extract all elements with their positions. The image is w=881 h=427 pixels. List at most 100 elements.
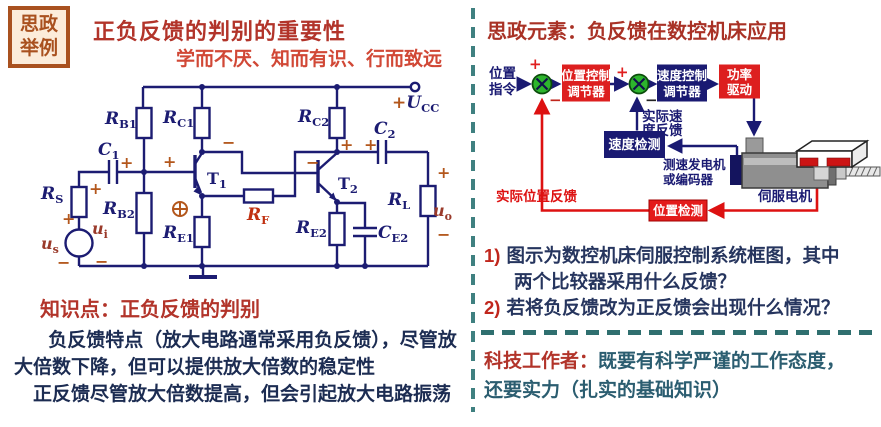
knowledge-heading: 知识点：正负反馈的判别 [40,299,260,321]
resistor-rb2 [135,191,153,235]
worker-message-line2: 还要实力（扎实的基础知识） [484,380,732,401]
label-c2: C2 [374,119,396,141]
comparator-2 [628,73,650,95]
tacho-label-line2: 或编码器 [663,172,714,187]
actual-position-feedback-label: 实际位置反馈 [496,188,577,204]
uo-plus-sign: + [437,163,450,182]
knowledge-paragraph: 负反馈特点（放大电路通常采用负反馈），尽管放 大倍数下降，但可以提供放大倍数的稳… [14,327,472,408]
label-c1: C1 [98,140,120,162]
worker-message-line1: 既要有科学严谨的工作态度， [598,351,846,372]
vertical-dashed-divider [471,8,475,412]
resistor-rs [70,185,88,219]
label-rl: RL [387,190,410,212]
power-drive-line1: 功率 [727,67,753,82]
comparator-1 [531,73,553,95]
t2-emitter-arrow [329,192,337,201]
paragraph-line1: 负反馈特点（放大电路通常采用负反馈），尽管放 [48,329,457,351]
paragraph-line3: 正反馈尽管放大倍数提高，但会引起放大电路振荡 [33,383,452,405]
label-us: us [41,234,59,256]
base2-minus-sign: − [306,153,319,172]
comp1-minus-sign: − [549,91,562,109]
label-t1: T1 [207,169,227,191]
junction-dots [141,84,368,269]
label-rf: RF [246,205,270,227]
label-rb1: RB1 [104,109,137,131]
speed-feedback-line2: 度反馈 [642,122,683,138]
speed-controller-box [657,64,707,102]
question-2-text: 若将负反馈改为正反馈会出现什么情况？ [506,297,840,318]
question-2-number: 2) [484,297,501,318]
comp2-plus-sign: + [616,63,629,81]
position-controller-line2: 调节器 [567,84,605,99]
question-1-line2: 两个比较器采用什么反馈？ [514,271,737,292]
resistor-re1 [193,215,211,249]
ui-plus-sign: + [89,179,102,198]
servo-motor-label: 伺服电机 [757,188,812,204]
resistor-rc1 [193,106,211,140]
label-ui: ui [92,219,108,241]
collector2-plus-sign: + [340,135,353,154]
tacho-label-line1: 测速发电机 [663,157,726,172]
signal-lines [516,76,762,158]
uo-minus-sign: − [437,225,450,244]
circuit-wires [77,85,430,279]
us-plus-sign: + [62,209,75,228]
position-detect-box [648,199,708,222]
source-us [64,228,94,258]
worker-message-label: 科技工作者： [484,351,599,372]
power-drive-line2: 驱动 [727,83,753,97]
resistor-re2 [328,211,346,247]
tacho-coupling [730,155,743,185]
base1-plus-sign: + [163,152,176,171]
speed-detect-label: 速度检测 [608,137,660,152]
speed-controller-line2: 调节器 [663,84,701,99]
label-rs: RS [40,184,63,206]
right-title: 思政元素：负反馈在数控机床应用 [487,21,787,43]
label-re1: RE1 [162,223,194,245]
ui-minus-sign: − [95,252,108,271]
questions-block: 1) 图示为数控机床伺服控制系统框图，其中 两个比较器采用什么反馈？ 2) 若将… [484,243,880,321]
power-drive-box [719,64,760,99]
position-controller-box [562,64,610,102]
amplifier-circuit-diagram: RB1 RC1 RC2 RB2 RS RE1 RF RE2 RL C1 C2 C… [40,81,452,279]
label-ucc: +UCC [392,93,439,115]
badge-line2: 举例 [19,38,58,59]
position-controller-line1: 位置控制 [561,68,611,83]
t1-emitter-arrow [193,186,201,195]
c2-plus-sign: + [364,135,377,154]
label-uo: uo [433,201,452,223]
speed-controller-line1: 速度控制 [657,68,707,83]
label-rb2: RB2 [102,199,135,221]
position-command-line1: 位置 [489,65,517,81]
ucc-terminal [409,81,421,93]
question-2: 2) 若将负反馈改为正反馈会出现什么情况？ [484,295,880,321]
resistor-rc2 [328,106,346,140]
question-1-number: 1) [484,245,501,266]
worker-message: 科技工作者：既要有科学严谨的工作态度， 还要实力（扎实的基础知识） [484,347,880,405]
label-ce2: CE2 [378,223,408,245]
circled-plus-icon [172,201,188,217]
resistor-rb1 [135,106,153,140]
resistor-rl [419,184,437,218]
machine-table-drawing [794,139,881,181]
position-detect-label: 位置检测 [653,203,703,218]
resistor-rf [242,188,275,204]
ideology-badge: 思政 举例 [8,6,70,68]
horizontal-dashed-divider [481,330,877,335]
label-rc1: RC1 [162,108,194,130]
left-title: 正负反馈的判别的重要性 [93,19,347,44]
position-command-line2: 指令 [489,81,517,97]
label-t2: T2 [338,174,358,196]
label-re2: RE2 [295,218,327,240]
speed-detect-box [604,131,665,158]
comp2-minus-sign: − [645,91,658,109]
us-minus-sign: − [57,253,70,272]
circuit-components [64,81,437,258]
paragraph-line2: 大倍数下降，但可以提供放大倍数的稳定性 [14,356,376,378]
servo-block-diagram: 位置 指令 位置控制 调节器 速度控制 调节器 功率 驱动 实际速 度反馈 速度… [489,55,881,222]
speed-feedback-line1: 实际速 [642,108,683,124]
comp1-plus-sign: + [529,55,542,73]
c1-plus-sign: + [120,153,133,172]
collector1-minus-sign: − [222,133,235,152]
